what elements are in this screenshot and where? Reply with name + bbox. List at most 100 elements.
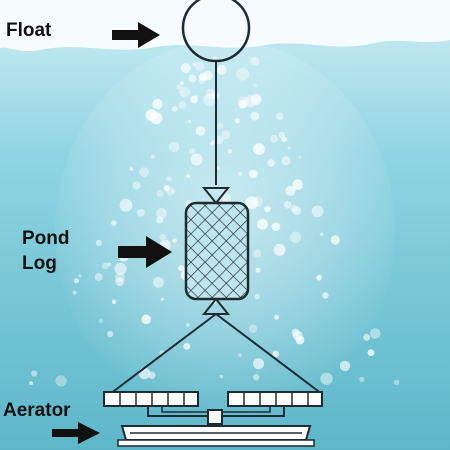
bubble [203, 93, 216, 107]
bridle-line-left [109, 313, 217, 395]
bubble [281, 156, 291, 166]
bubble [72, 290, 77, 295]
bubble [253, 249, 262, 258]
bubble [176, 84, 181, 90]
bubble [252, 196, 264, 207]
bubble [216, 122, 223, 130]
bubble [165, 186, 175, 196]
bubble [172, 238, 177, 243]
bubble [253, 83, 258, 88]
bubble [188, 74, 197, 83]
bubble [255, 267, 261, 273]
bubble [285, 185, 296, 196]
bubble [188, 148, 196, 155]
bubble [369, 328, 381, 339]
bubble [150, 154, 155, 159]
pond-log [184, 201, 250, 301]
bubble [292, 330, 303, 341]
bubble [166, 176, 172, 182]
bubble [198, 73, 206, 81]
pond-log-arrow-icon [118, 236, 172, 268]
bubble [248, 324, 258, 333]
bubble [115, 277, 124, 287]
bubble [215, 135, 224, 145]
bubble [367, 349, 375, 357]
bubble [219, 374, 223, 379]
bubble [159, 234, 166, 241]
pond-log-label-line-2: Log [22, 253, 57, 274]
bubble [330, 235, 340, 245]
bubble [271, 222, 281, 232]
bubble [178, 101, 187, 109]
pond-log-label-line-1: Pond [22, 228, 70, 249]
bubble [171, 106, 178, 112]
bubble [98, 318, 104, 324]
bubble [129, 167, 134, 171]
bubble [152, 98, 163, 110]
aerator-diffuser [103, 391, 323, 447]
bubble [290, 231, 302, 243]
bubble [141, 314, 151, 325]
bubble [179, 86, 191, 98]
bubble [163, 185, 170, 192]
bubble [31, 370, 38, 377]
bubble [171, 189, 175, 193]
bubble [363, 333, 371, 341]
bubble [272, 350, 280, 358]
bubble [186, 174, 191, 179]
bubble [322, 292, 329, 299]
bubble [94, 273, 103, 281]
bubble [119, 198, 133, 212]
bubble [95, 239, 102, 247]
bubble [250, 111, 260, 121]
bubble [156, 190, 164, 198]
bubble [160, 297, 164, 301]
bubble [73, 278, 79, 284]
bubble [273, 243, 286, 256]
bubble [250, 93, 262, 105]
bubble [221, 130, 231, 140]
bubble [210, 141, 214, 146]
bubble [137, 208, 145, 217]
bubble [237, 353, 242, 357]
bubbles [29, 56, 400, 387]
bubble [190, 153, 203, 166]
bubble [102, 262, 109, 270]
bubble [179, 81, 184, 86]
bubble [257, 218, 268, 230]
bubble [253, 374, 260, 381]
bubble [254, 293, 260, 300]
bridle-line-right [215, 313, 323, 395]
bubble [216, 64, 227, 75]
bubble [292, 179, 304, 190]
float-label: Float [6, 20, 52, 41]
bubble [190, 95, 198, 104]
float-arrow-icon [112, 22, 160, 48]
bubble [253, 358, 264, 370]
bubble [192, 62, 197, 67]
bubble [227, 149, 233, 154]
bubble [156, 208, 167, 219]
bubble [253, 143, 265, 155]
bubble [211, 140, 216, 144]
bubble [298, 155, 302, 159]
bubble [264, 205, 271, 213]
bubble [78, 274, 82, 278]
bubble [145, 109, 157, 121]
bubble [317, 274, 323, 280]
pond-log-label: Pond Log [22, 226, 70, 276]
bubble [292, 206, 302, 216]
aerator-arrow-icon [52, 422, 100, 444]
bubble [270, 134, 279, 143]
bubble [319, 232, 324, 237]
bubble [393, 379, 400, 386]
bubble [114, 262, 127, 275]
bubble [107, 330, 114, 338]
bubble [178, 265, 185, 272]
bubble [195, 126, 206, 136]
bubble [311, 205, 324, 218]
bubble [234, 118, 240, 124]
bubble [237, 171, 242, 176]
bubble [250, 56, 260, 66]
